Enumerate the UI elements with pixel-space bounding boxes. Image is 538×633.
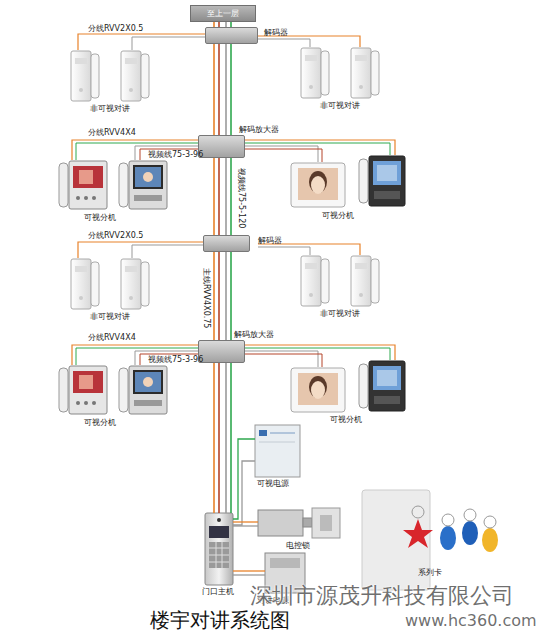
decoder-amplifier-box: 解码放大器 — [198, 135, 245, 158]
wire — [233, 461, 255, 525]
door-station: 门口主机 — [205, 513, 233, 585]
wire-label: 可视分机 — [330, 415, 362, 425]
wire — [230, 363, 232, 513]
floor-link-box: 至上一层 — [190, 5, 256, 22]
wire-label: 非可视对讲 — [90, 104, 130, 114]
wire — [225, 158, 227, 235]
wire — [225, 44, 227, 135]
wire — [225, 363, 227, 513]
wire-label: 分线RVV2X0.5 — [88, 231, 143, 241]
wire-label: 可视分机 — [84, 213, 116, 223]
node-label: 电控锁 — [286, 541, 310, 551]
diagram-title: 楼宇对讲系统图 — [150, 609, 290, 632]
door-station-drawing — [205, 513, 233, 585]
wire-label: 非可视对讲 — [320, 309, 360, 319]
wire-label: 视频线75-3-96 — [148, 150, 203, 160]
cable-label: 视频线75-5-120 — [236, 168, 246, 228]
wire — [225, 252, 227, 340]
wire — [233, 521, 258, 522]
lock-drawing — [258, 508, 340, 538]
cable-connector — [214, 252, 231, 340]
decoder-box: 解码器 — [205, 27, 258, 44]
wire-label: 系列卡 — [418, 568, 442, 578]
wire — [218, 363, 220, 513]
wire-label: 可视分机 — [84, 418, 116, 428]
cable-connector — [214, 158, 231, 235]
cable-label: 主线RVV4X0.75 — [201, 268, 211, 328]
wire — [230, 158, 232, 235]
power-supply-drawing — [255, 425, 300, 477]
wire — [230, 252, 232, 340]
electric-lock: 电控锁 — [258, 508, 340, 540]
wire — [230, 44, 232, 135]
wire — [233, 574, 265, 575]
node-label: 解码放大器 — [234, 330, 274, 340]
cable-connector — [233, 571, 265, 575]
power-supply: 可视电源 — [255, 425, 300, 477]
wire-label: 分线RVV4X4 — [88, 333, 136, 343]
wire — [213, 44, 215, 135]
wire-label: 可视分机 — [322, 211, 354, 221]
wire — [213, 363, 215, 513]
wire-label: 非可视对讲 — [90, 312, 130, 322]
wire — [218, 44, 220, 135]
cable-connector — [233, 439, 255, 525]
cable-connector — [233, 522, 258, 526]
wire — [218, 158, 220, 235]
node-label: 至上一层 — [207, 9, 239, 19]
node-label: 解码放大器 — [239, 125, 279, 135]
wire — [218, 252, 220, 340]
node-label: 解码器 — [264, 28, 288, 38]
wire — [213, 158, 215, 235]
node-label: 解码器 — [258, 236, 282, 246]
wire-label: 分线RVV2X0.5 — [88, 24, 143, 34]
watermark: www.hc360.com — [405, 612, 537, 630]
decoder-amplifier-box: 解码放大器 — [198, 340, 245, 363]
decoder-box: 解码器 — [203, 235, 250, 252]
wire — [213, 252, 215, 340]
wire — [233, 439, 255, 519]
wire-label: 视频线75-3-96 — [148, 355, 203, 365]
cable-connector — [214, 44, 231, 135]
node-label: 可视电源 — [257, 479, 289, 489]
card-drawing — [362, 490, 498, 590]
watermark: 深圳市源茂升科技有限公司 — [250, 584, 514, 608]
wire — [233, 570, 265, 571]
cable-connector — [214, 363, 231, 513]
handset-row — [71, 34, 379, 101]
wire-label: 分线RVV4X4 — [88, 128, 136, 138]
node-label: 门口主机 — [202, 587, 234, 597]
wire-label: 非可视对讲 — [320, 101, 360, 111]
wire — [233, 525, 258, 526]
handset-row — [71, 242, 379, 309]
